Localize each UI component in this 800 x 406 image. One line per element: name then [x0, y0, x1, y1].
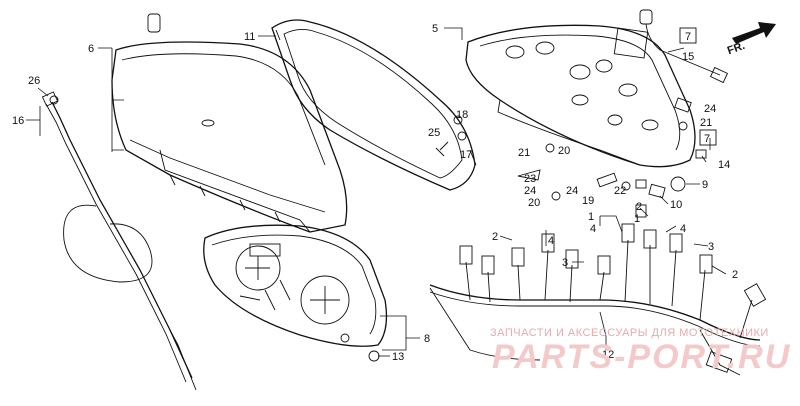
part-label-7-box-lower [699, 129, 717, 146]
part-label-2-left: 2 [492, 231, 498, 243]
part-label-18: 18 [456, 109, 468, 121]
part-label-15: 15 [682, 51, 694, 63]
part-label-11: 11 [244, 31, 255, 43]
part-label-4-right: 4 [680, 223, 686, 235]
part-label-6: 6 [88, 43, 94, 55]
part-label-16: 16 [12, 115, 24, 127]
part-label-25: 25 [428, 127, 440, 139]
part-label-8: 8 [424, 333, 430, 345]
part-label-3-left: 3 [562, 257, 568, 269]
part-label-2-upper: 2 [636, 201, 642, 213]
part-label-12: 12 [602, 349, 614, 361]
part-label-13: 13 [392, 351, 404, 363]
part-number-labels: 6 11 5 16 26 8 13 12 7 15 24 21 7 14 18 … [12, 23, 738, 363]
part-label-24-mid: 24 [566, 185, 578, 197]
part-label-21-right: 21 [700, 117, 712, 129]
part-label-7-lower: 7 [704, 133, 710, 145]
gauge-face-part-8 [203, 224, 388, 347]
front-direction-arrow-icon: FR. [726, 22, 776, 57]
part-label-4-left: 4 [548, 235, 554, 247]
meter-housing-part-5 [465, 24, 696, 168]
speedometer-cable-part-16 [41, 91, 197, 391]
small-parts [49, 9, 729, 362]
part-label-22: 22 [614, 185, 626, 197]
part-label-23: 23 [524, 173, 536, 185]
part-label-21-left: 21 [518, 147, 530, 159]
part-label-7-top: 7 [685, 31, 691, 43]
lower-case-part-6 [111, 41, 348, 233]
part-label-17: 17 [460, 149, 472, 161]
part-label-4-upper: 4 [590, 223, 596, 235]
part-label-20-top: 20 [558, 145, 570, 157]
wire-harness-part-12 [429, 223, 767, 376]
part-label-9: 9 [702, 179, 708, 191]
part-label-26: 26 [28, 75, 40, 87]
leader-lines [26, 27, 727, 357]
part-label-2-right: 2 [732, 269, 738, 281]
part-label-7-box [679, 27, 697, 44]
front-direction-label: FR. [726, 40, 747, 57]
part-label-1-upper: 1 [588, 211, 594, 223]
watermark-logo: PARTS-PORT.RU [492, 338, 792, 376]
part-label-19: 19 [582, 195, 594, 207]
part-label-10: 10 [670, 199, 682, 211]
part-label-1-lower: 1 [634, 213, 640, 225]
part-label-24-right: 24 [704, 103, 716, 115]
watermark-caption: ЗАПЧАСТИ И АКСЕССУАРЫ ДЛЯ МОТОТЕХНИКИ [490, 327, 769, 339]
part-label-24-left: 24 [524, 185, 536, 197]
part-label-5: 5 [432, 23, 438, 35]
part-label-20-lower: 20 [528, 197, 540, 209]
bezel-frame-part-11 [271, 19, 477, 191]
part-label-3-right: 3 [708, 241, 714, 253]
part-label-14: 14 [718, 159, 730, 171]
